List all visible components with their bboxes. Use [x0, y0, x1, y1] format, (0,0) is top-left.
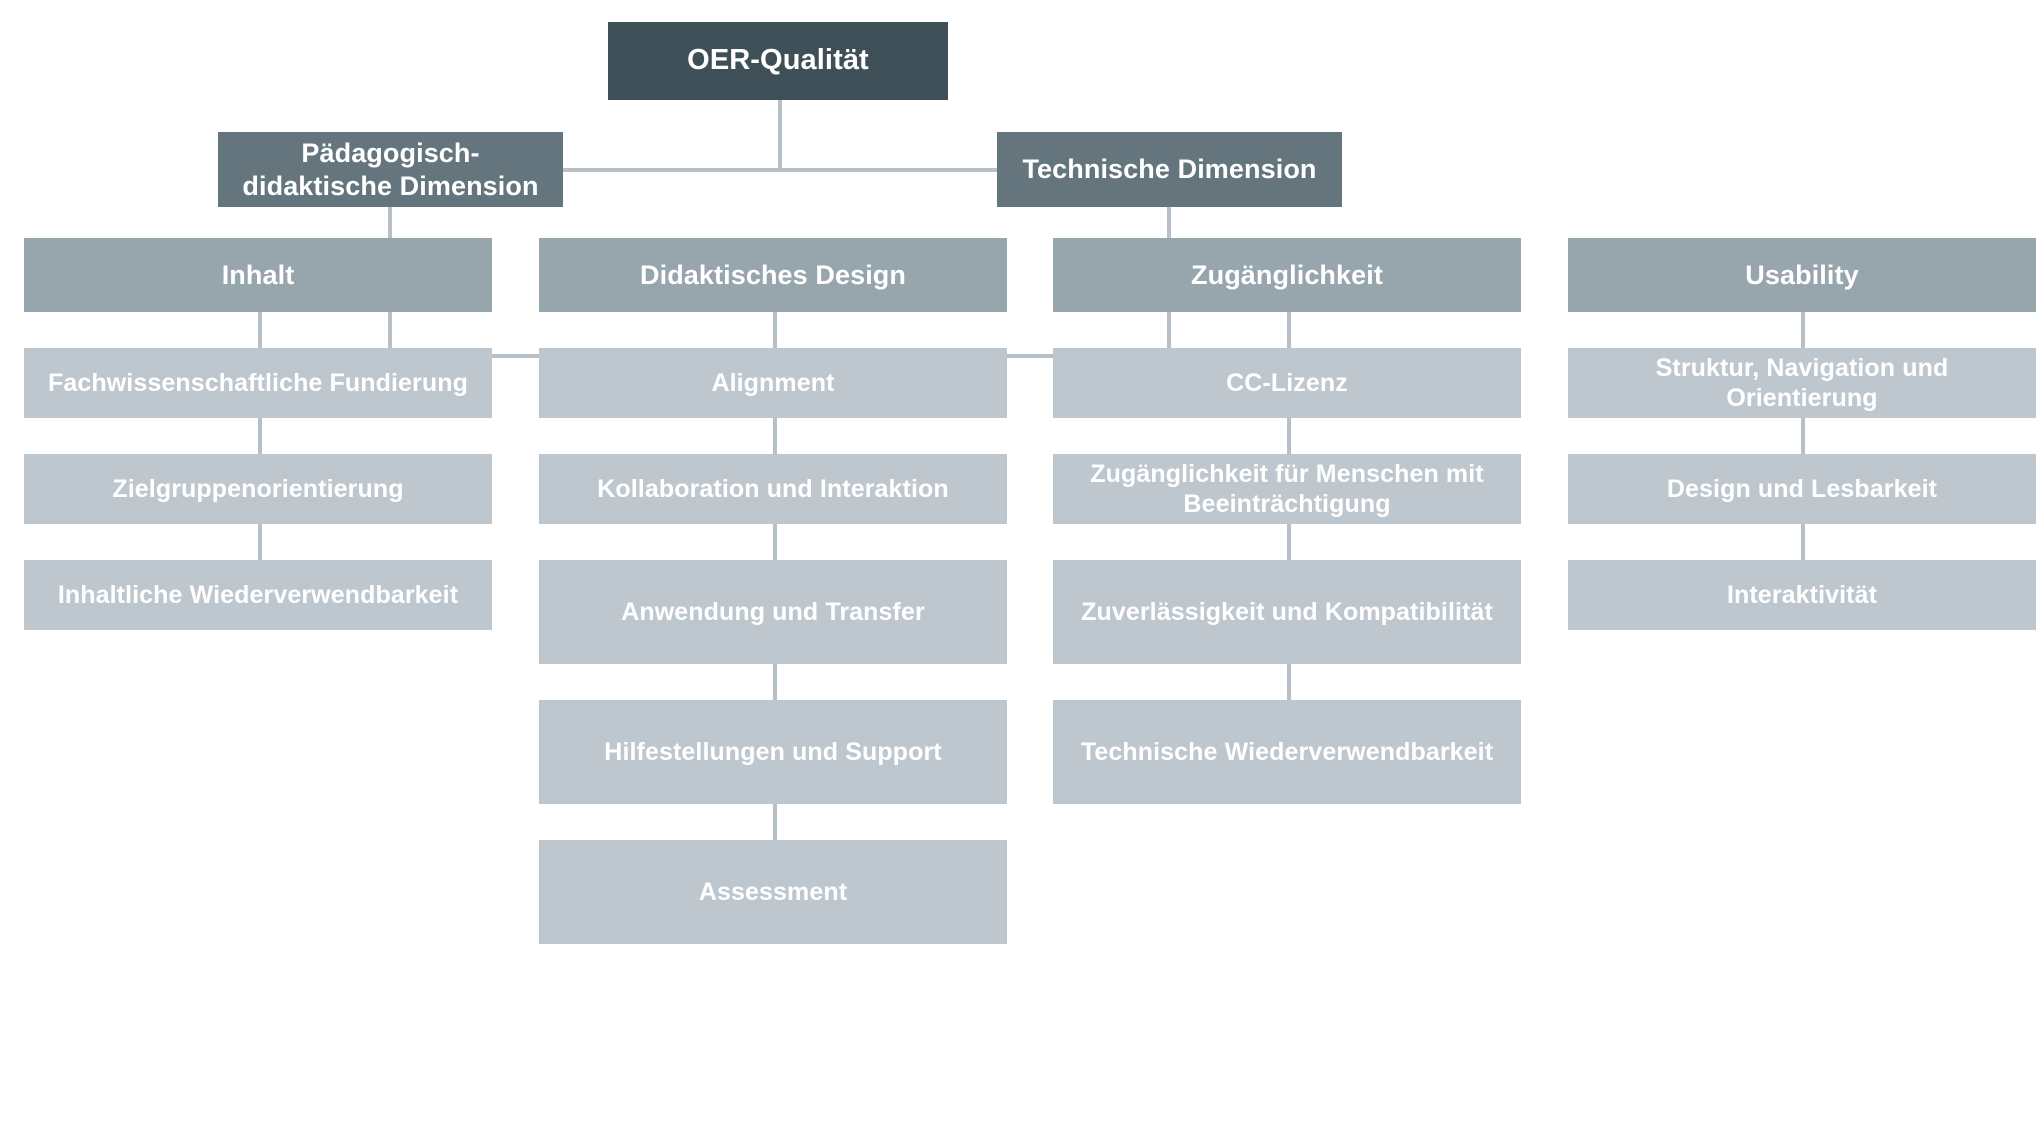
- node-zugaenglichkeit[interactable]: Zugänglichkeit: [1053, 238, 1521, 312]
- connector-usability-3: [1801, 524, 1805, 560]
- node-anwendung-und-transfer[interactable]: Anwendung und Transfer: [539, 560, 1007, 664]
- node-paedagogisch-didaktische-dimension[interactable]: Pädagogisch-didaktische Dimension: [218, 132, 563, 207]
- connector-zugang-3: [1287, 524, 1291, 560]
- node-hilfestellungen-und-support[interactable]: Hilfestellungen und Support: [539, 700, 1007, 804]
- node-oer-qualitaet[interactable]: OER-Qualität: [608, 22, 948, 100]
- connector-inhalt-3: [258, 524, 262, 560]
- node-kollaboration-und-interaktion[interactable]: Kollaboration und Interaktion: [539, 454, 1007, 524]
- connector-didaktik-4: [773, 664, 777, 700]
- node-technische-wiederverwendbarkeit[interactable]: Technische Wiederverwendbarkeit: [1053, 700, 1521, 804]
- connector-didaktik-2: [773, 418, 777, 454]
- node-fachwissenschaftliche-fundierung[interactable]: Fachwissenschaftliche Fundierung: [24, 348, 492, 418]
- node-zugaenglichkeit-fuer-menschen-mit-beeintraechtigung[interactable]: Zugänglichkeit für Menschen mit Beeinträ…: [1053, 454, 1521, 524]
- node-struktur-navigation-und-orientierung[interactable]: Struktur, Navigation und Orientierung: [1568, 348, 2036, 418]
- node-technische-dimension[interactable]: Technische Dimension: [997, 132, 1342, 207]
- connector-root-vertical: [778, 100, 782, 170]
- node-didaktisches-design[interactable]: Didaktisches Design: [539, 238, 1007, 312]
- connector-dimensions-horizontal: [563, 168, 999, 172]
- connector-zugang-4: [1287, 664, 1291, 700]
- node-assessment[interactable]: Assessment: [539, 840, 1007, 944]
- connector-inhalt-2: [258, 418, 262, 454]
- connector-zugang-2: [1287, 418, 1291, 454]
- node-zuverlaessigkeit-und-kompatibilitaet[interactable]: Zuverlässigkeit und Kompatibilität: [1053, 560, 1521, 664]
- node-inhalt[interactable]: Inhalt: [24, 238, 492, 312]
- connector-didaktik-5: [773, 804, 777, 840]
- node-inhaltliche-wiederverwendbarkeit[interactable]: Inhaltliche Wiederverwendbarkeit: [24, 560, 492, 630]
- node-design-und-lesbarkeit[interactable]: Design und Lesbarkeit: [1568, 454, 2036, 524]
- node-cc-lizenz[interactable]: CC-Lizenz: [1053, 348, 1521, 418]
- connector-inhalt-1: [258, 312, 262, 348]
- connector-usability-1: [1801, 312, 1805, 348]
- connector-zugang-1: [1287, 312, 1291, 348]
- node-alignment[interactable]: Alignment: [539, 348, 1007, 418]
- connector-didaktik-3: [773, 524, 777, 560]
- node-zielgruppenorientierung[interactable]: Zielgruppenorientierung: [24, 454, 492, 524]
- connector-didaktik-1: [773, 312, 777, 348]
- node-usability[interactable]: Usability: [1568, 238, 2036, 312]
- node-interaktivitaet[interactable]: Interaktivität: [1568, 560, 2036, 630]
- connector-usability-2: [1801, 418, 1805, 454]
